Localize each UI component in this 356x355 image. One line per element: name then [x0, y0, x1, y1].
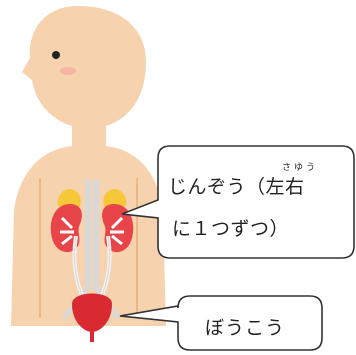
eye [52, 51, 60, 59]
kidney-label-line2: に１つずつ） [172, 214, 289, 241]
kidney-label-line1: じんぞう（左右 [168, 172, 305, 199]
cheek [60, 67, 76, 75]
bladder [72, 294, 112, 333]
bladder-label: ぼうこう [205, 313, 285, 340]
